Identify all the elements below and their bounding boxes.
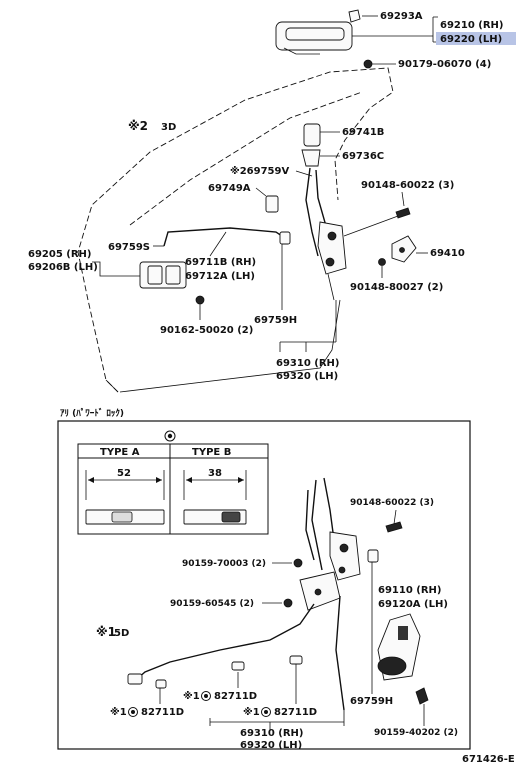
wire-harness xyxy=(127,595,345,711)
label-90159-40202: 90159-40202 (2) xyxy=(374,728,458,738)
cylinder-cover-69736c xyxy=(301,149,321,167)
screw-90159-60545 xyxy=(283,598,293,608)
label-82711d-b: 82711D xyxy=(141,707,184,718)
clamp-82711d-b: ※1 82711D xyxy=(110,706,184,718)
note-2: ※2 xyxy=(128,119,148,133)
lock-cable-69711b xyxy=(163,227,289,247)
door-panel-outline xyxy=(77,67,394,393)
section-title: ｱﾘ (ﾊﾟﾜｰﾄﾞ ﾛｯｸ) xyxy=(60,407,124,419)
label-69712a: 69712A (LH) xyxy=(185,271,255,282)
svg-text:※1: ※1 xyxy=(110,706,127,718)
screw-90148-80027 xyxy=(378,258,386,266)
svg-text:※1: ※1 xyxy=(183,690,200,702)
type-b-dimension xyxy=(183,470,247,500)
label-90162: 90162-50020 (2) xyxy=(160,325,253,336)
label-69293a: 69293A xyxy=(380,11,423,22)
label-90148-60022-bot: 90148-60022 (3) xyxy=(350,498,434,508)
label-90179: 90179-06070 (4) xyxy=(398,59,491,70)
type-b-label: TYPE B xyxy=(192,447,231,458)
screw-90148-60022-bot xyxy=(385,521,403,533)
label-69759v: ※269759V xyxy=(230,165,289,177)
target-mark-icon xyxy=(164,430,176,442)
bolt-90179 xyxy=(363,59,373,69)
label-69310-top: 69310 (RH) xyxy=(276,358,339,369)
label-69210: 69210 (RH) xyxy=(440,20,503,31)
note-1: ※1 xyxy=(96,625,116,639)
label-90148-80027: 90148-80027 (2) xyxy=(350,282,443,293)
label-69320-top: 69320 (LH) xyxy=(276,371,338,382)
lock-cylinder-69741b xyxy=(303,123,321,147)
label-90159-60545: 90159-60545 (2) xyxy=(170,599,254,609)
label-69736c: 69736C xyxy=(342,151,384,162)
clamp-82711d-c: ※1 82711D xyxy=(243,706,317,718)
door-lock-motor-69110 xyxy=(377,613,421,681)
power-lock-frame xyxy=(57,420,471,750)
label-69741b: 69741B xyxy=(342,127,384,138)
screw-90148-60022-top xyxy=(395,207,411,219)
label-69759h-bot: 69759H xyxy=(350,696,393,707)
rod-clip-69759h-top xyxy=(279,231,291,245)
inside-door-handle xyxy=(139,261,187,289)
rod-clip-69749a xyxy=(265,195,279,213)
label-69310-bot: 69310 (RH) xyxy=(240,728,303,739)
type-a-value: 52 xyxy=(117,468,131,479)
type-table xyxy=(77,443,269,535)
label-69205: 69205 (RH) xyxy=(28,249,91,260)
label-69206b: 69206B (LH) xyxy=(28,262,98,273)
label-69759s: 69759S xyxy=(108,242,150,253)
label-69410: 69410 xyxy=(430,248,465,259)
label-69749a: 69749A xyxy=(208,183,251,194)
label-90159-70003: 90159-70003 (2) xyxy=(182,559,266,569)
label-90148-60022-top: 90148-60022 (3) xyxy=(361,180,454,191)
highlight-69220 xyxy=(436,32,516,45)
type-a-label: TYPE A xyxy=(100,447,140,458)
remote-control-69410 xyxy=(391,235,417,263)
screw-90159-40202 xyxy=(415,687,429,705)
label-69759h-top: 69759H xyxy=(254,315,297,326)
label-82711d-c: 82711D xyxy=(274,707,317,718)
label-69320-bot: 69320 (LH) xyxy=(240,740,302,751)
label-69120a: 69120A (LH) xyxy=(378,599,448,610)
door-lock-assembly xyxy=(305,167,347,301)
svg-text:※1: ※1 xyxy=(243,706,260,718)
screw-90159-70003 xyxy=(293,558,303,568)
screw-90162-50020 xyxy=(195,295,205,305)
clamp-82711d-a: ※1 82711D xyxy=(183,690,257,702)
type-a-dimension xyxy=(85,470,165,500)
outside-door-handle xyxy=(275,21,353,55)
label-69711b: 69711B (RH) xyxy=(185,257,256,268)
diagram-code: 671426-E xyxy=(462,754,515,765)
label-69110: 69110 (RH) xyxy=(378,585,441,596)
type-a-handle xyxy=(85,509,165,525)
handle-cap-69293a xyxy=(348,9,361,23)
label-82711d-a: 82711D xyxy=(214,691,257,702)
note-2-3d: 3D xyxy=(161,122,176,133)
note-1-5d: 5D xyxy=(114,628,129,639)
label-69220: 69220 (LH) xyxy=(440,34,502,45)
type-b-value: 38 xyxy=(208,468,222,479)
type-b-handle xyxy=(183,509,247,525)
